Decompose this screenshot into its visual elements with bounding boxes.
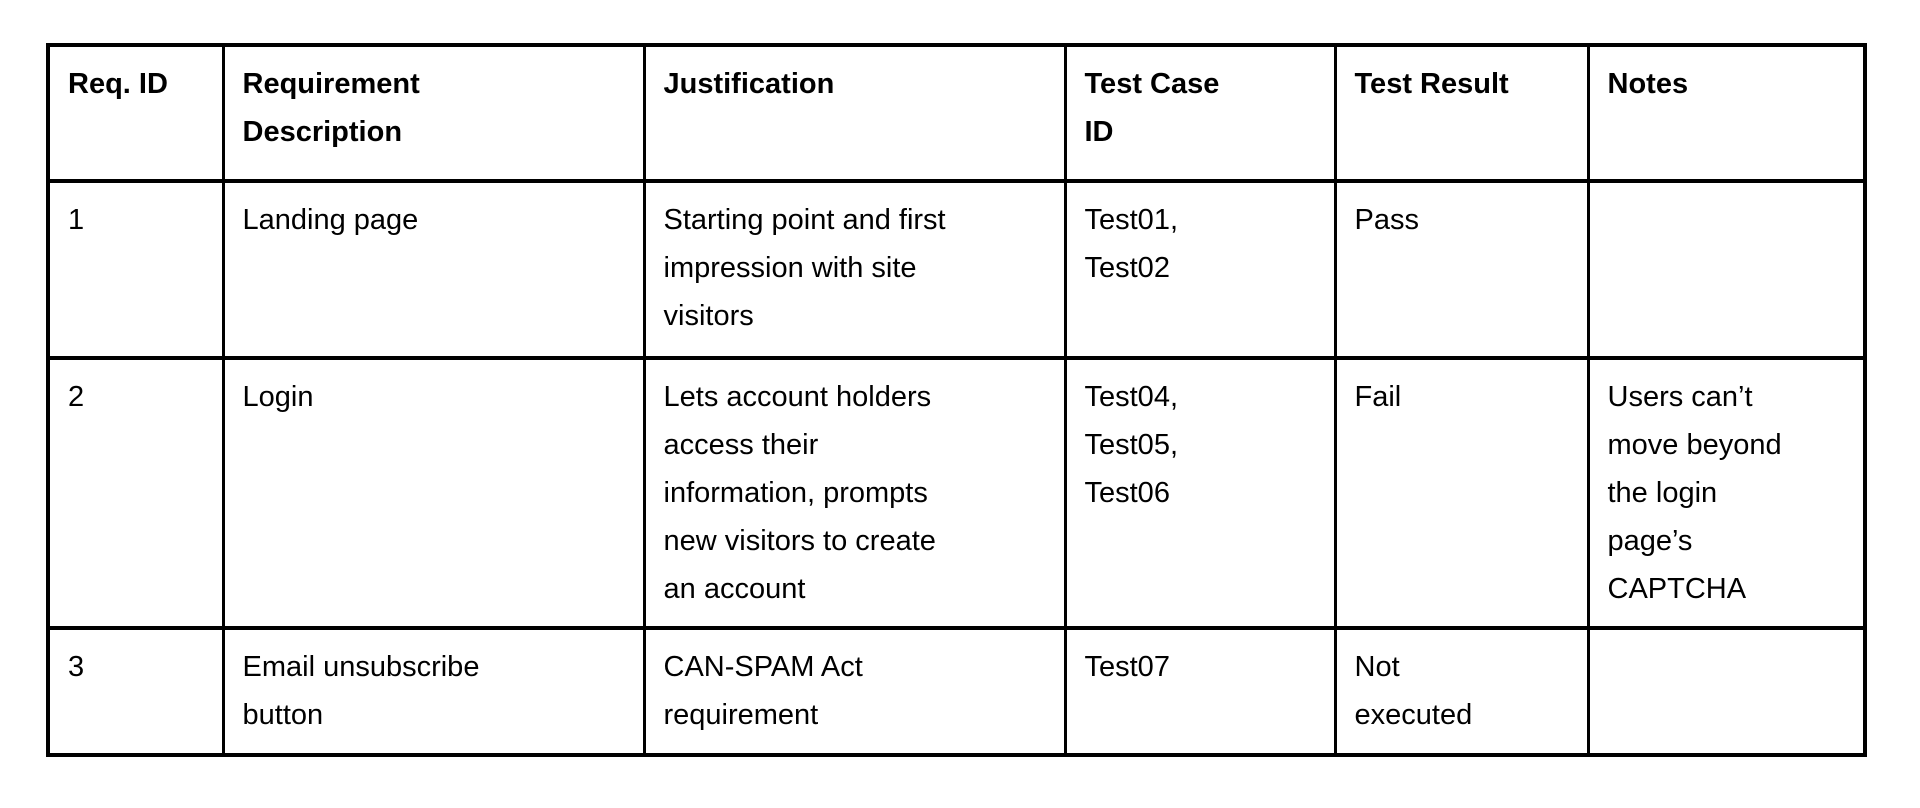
cell-notes [1586, 626, 1867, 757]
cell-notes [1586, 179, 1867, 360]
cell-justification: CAN-SPAM Act requirement [642, 626, 1067, 757]
requirements-table-container: Req. ID Requirement Description Justific… [46, 43, 1867, 757]
header-row: Req. ID Requirement Description Justific… [46, 43, 1867, 183]
table-row-1: 1 Landing page Starting point and first … [46, 179, 1867, 360]
header-test-case-id: Test Case ID [1063, 43, 1337, 183]
header-test-result: Test Result [1333, 43, 1590, 183]
header-notes: Notes [1586, 43, 1867, 183]
cell-requirement-description: Login [221, 356, 646, 630]
table-row-2: 2 Login Lets account holders access thei… [46, 356, 1867, 630]
cell-test-result: Not executed [1333, 626, 1590, 757]
cell-test-result: Pass [1333, 179, 1590, 360]
table-row-3: 3 Email unsubscribe button CAN-SPAM Act … [46, 626, 1867, 757]
header-justification: Justification [642, 43, 1067, 183]
cell-req-id: 2 [46, 356, 225, 630]
requirements-test-table: Req. ID Requirement Description Justific… [46, 43, 1867, 757]
header-requirement-description: Requirement Description [221, 43, 646, 183]
cell-req-id: 3 [46, 626, 225, 757]
cell-justification: Starting point and first impression with… [642, 179, 1067, 360]
cell-justification: Lets account holders access their inform… [642, 356, 1067, 630]
cell-req-id: 1 [46, 179, 225, 360]
cell-notes: Users can’t move beyond the login page’s… [1586, 356, 1867, 630]
cell-requirement-description: Landing page [221, 179, 646, 360]
header-req-id: Req. ID [46, 43, 225, 183]
cell-test-case-id: Test07 [1063, 626, 1337, 757]
cell-requirement-description: Email unsubscribe button [221, 626, 646, 757]
cell-test-case-id: Test04, Test05, Test06 [1063, 356, 1337, 630]
cell-test-case-id: Test01, Test02 [1063, 179, 1337, 360]
cell-test-result: Fail [1333, 356, 1590, 630]
